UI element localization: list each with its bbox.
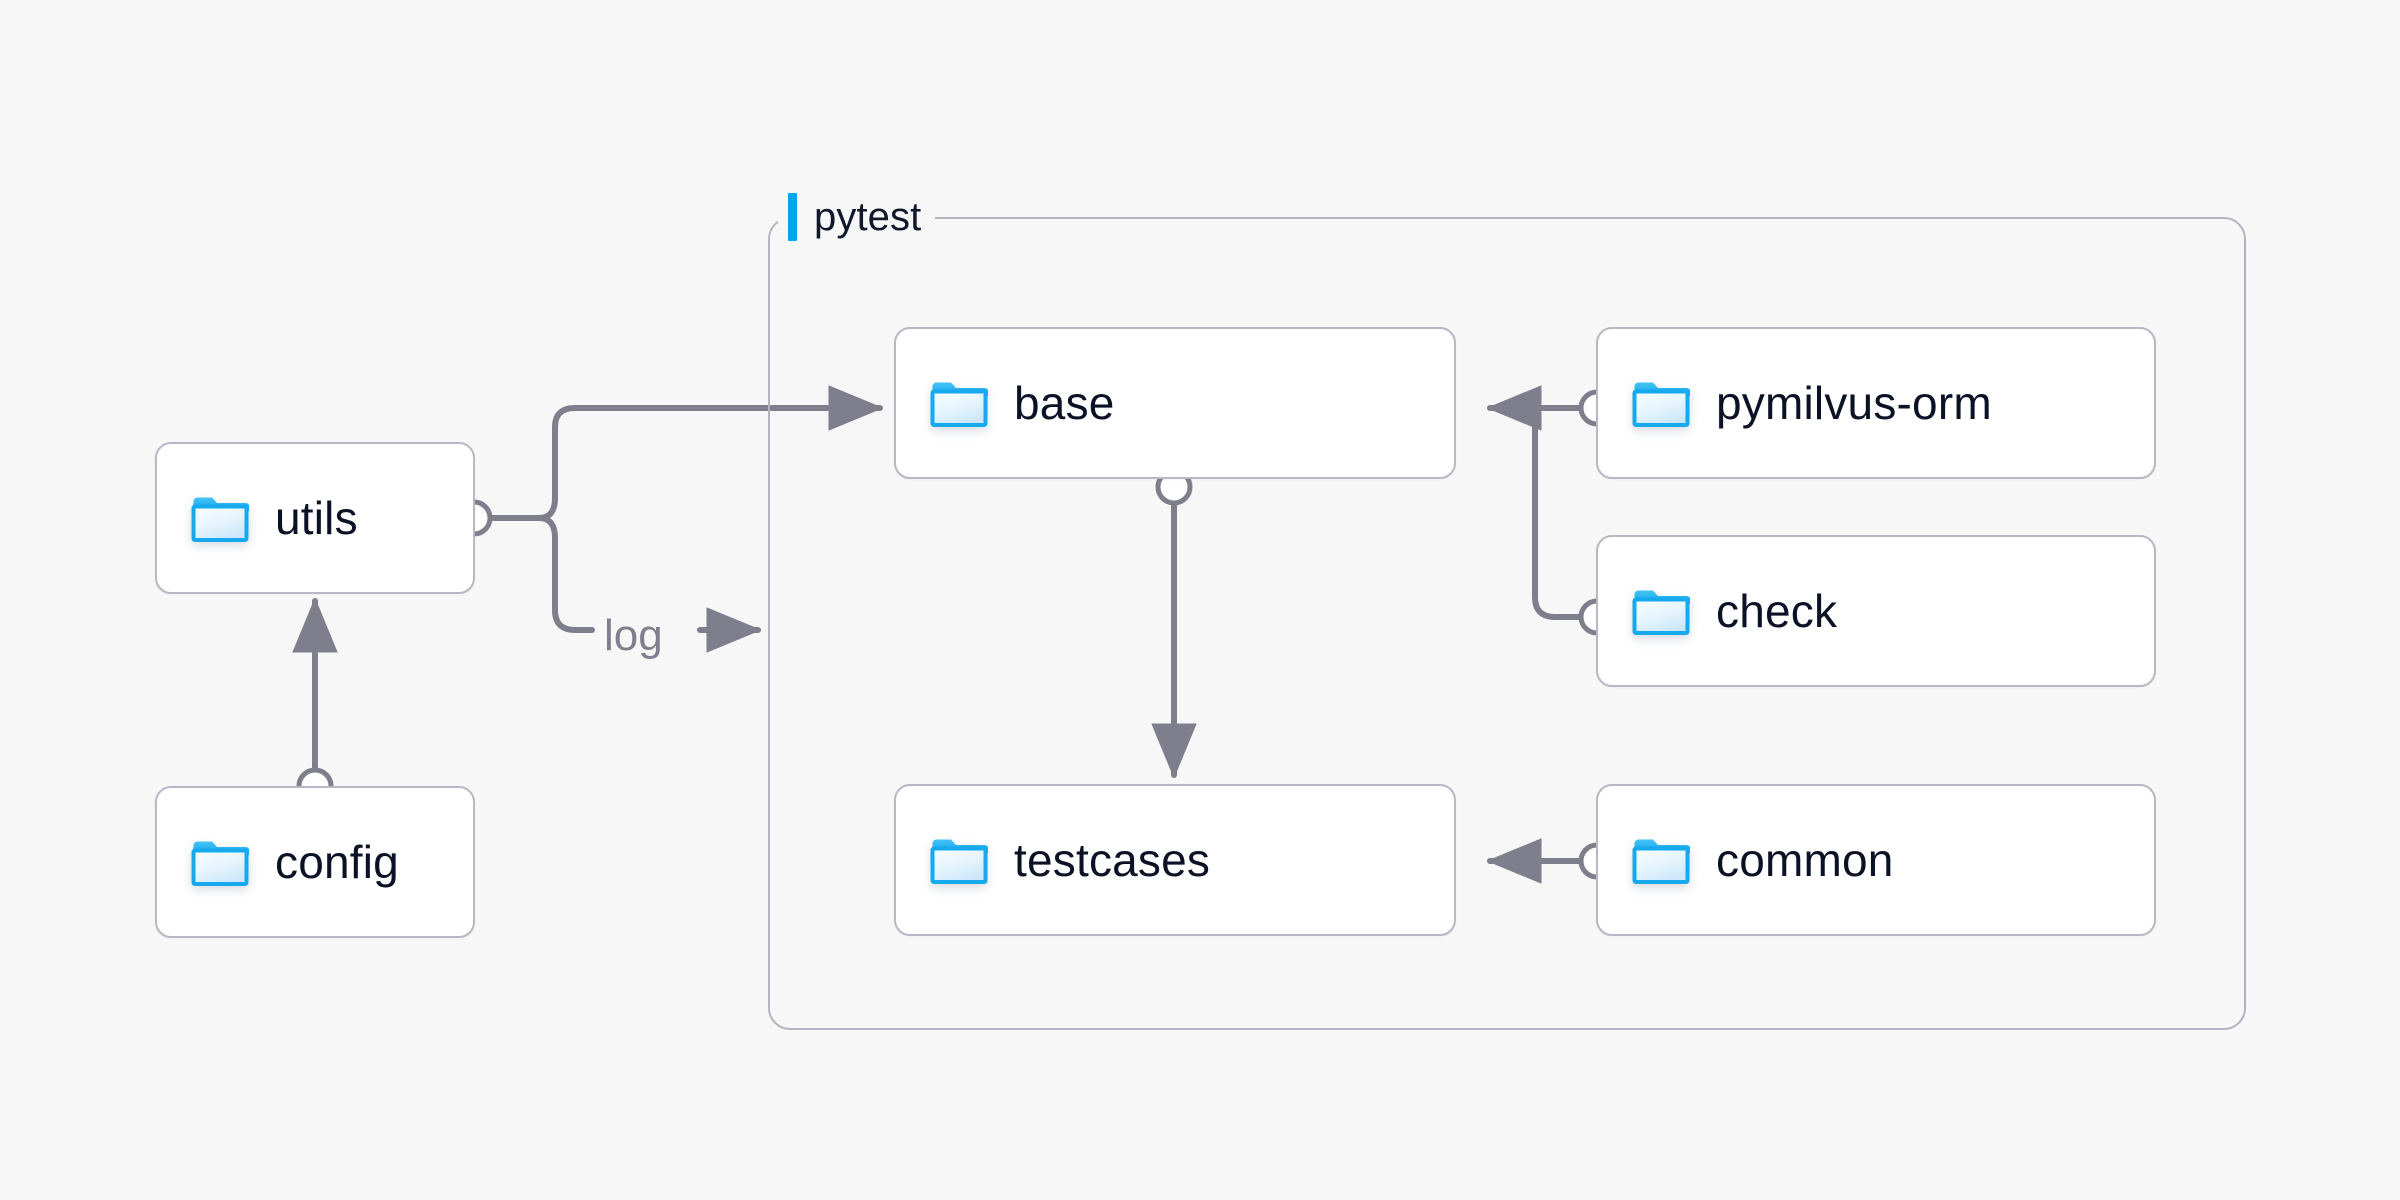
node-pymilvus-orm[interactable]: pymilvus-orm: [1596, 327, 2156, 479]
node-label-utils: utils: [275, 492, 358, 544]
folder-icon: [930, 378, 988, 428]
node-label-check: check: [1716, 585, 1838, 637]
node-base[interactable]: base: [894, 327, 1456, 479]
node-config[interactable]: config: [155, 786, 475, 938]
folder-icon: [930, 835, 988, 885]
node-label-testcases: testcases: [1014, 834, 1211, 886]
folder-icon: [191, 837, 249, 887]
edge-label-log: log: [604, 611, 663, 660]
folder-icon: [1632, 378, 1690, 428]
node-label-common: common: [1716, 834, 1894, 886]
node-utils[interactable]: utils: [155, 442, 475, 594]
node-label-base: base: [1014, 377, 1115, 429]
group-accent-bar: [788, 193, 797, 241]
folder-icon: [1632, 835, 1690, 885]
group-title-text: pytest: [814, 195, 922, 239]
pytest-group-label: pytest: [778, 190, 936, 244]
node-label-pymilvus-orm: pymilvus-orm: [1716, 377, 1992, 429]
edge-utils-to-log: [536, 515, 595, 633]
node-common[interactable]: common: [1596, 784, 2156, 936]
pytest-group-container[interactable]: [768, 217, 2246, 1030]
node-check[interactable]: check: [1596, 535, 2156, 687]
node-label-config: config: [275, 836, 399, 888]
node-testcases[interactable]: testcases: [894, 784, 1456, 936]
folder-icon: [1632, 586, 1690, 636]
folder-icon: [191, 493, 249, 543]
